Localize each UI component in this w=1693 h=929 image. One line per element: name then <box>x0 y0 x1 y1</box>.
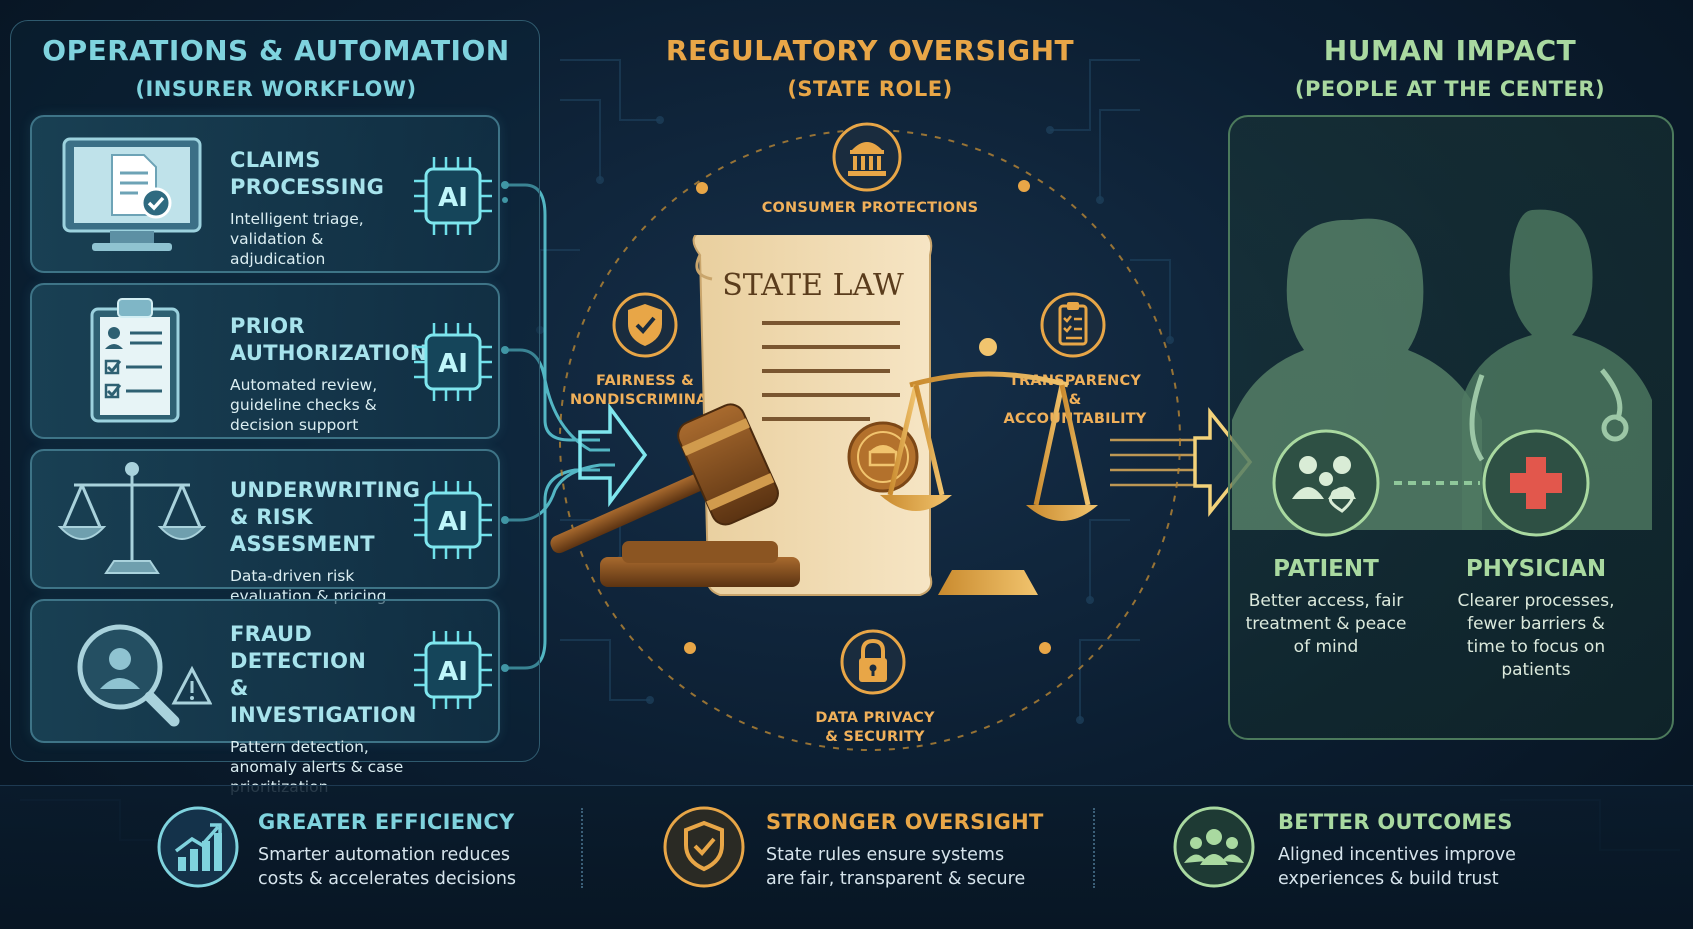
ai-chip-label: AI <box>438 349 468 379</box>
shield-check-icon <box>663 806 745 888</box>
physician-desc-line1: Clearer processes, <box>1457 591 1615 611</box>
ops-card-fraud[interactable]: FRAUD DETECTION & INVESTIGATION Pattern … <box>30 599 500 796</box>
ai-chip-label: AI <box>438 183 468 213</box>
regulatory-heading: REGULATORY OVERSIGHT (STATE ROLE) <box>600 34 1140 101</box>
claims-title-line2: PROCESSING <box>230 175 385 199</box>
operations-title: OPERATIONS & AUTOMATION <box>42 34 510 67</box>
fairness-line1: FAIRNESS & <box>596 373 694 389</box>
outcomes-desc-line2: experiences & build trust <box>1278 869 1499 889</box>
operations-heading: OPERATIONS & AUTOMATION (INSURER WORKFLO… <box>14 34 538 101</box>
consumer-protections-label: CONSUMER PROTECTIONS <box>761 200 979 216</box>
magnifier-warning-icon <box>77 624 212 727</box>
ai-chip-icon: AI <box>414 481 492 559</box>
balance-scale-icon <box>57 462 207 574</box>
data-privacy-label: DATA PRIVACY & SECURITY <box>800 709 950 747</box>
medical-cross-icon <box>1482 429 1590 537</box>
regulatory-title: REGULATORY OVERSIGHT <box>665 34 1075 67</box>
operations-subtitle: (INSURER WORKFLOW) <box>135 77 417 101</box>
physician-desc-line3: time to focus on <box>1466 637 1606 657</box>
checklist-document-icon <box>1040 292 1106 358</box>
separator <box>1093 808 1095 888</box>
outcomes-desc: Aligned incentives improve experiences &… <box>1278 843 1516 891</box>
efficiency-title: GREATER EFFICIENCY <box>258 810 515 834</box>
gold-arrow-icon <box>1193 407 1253 517</box>
physician-desc-line2: fewer barriers & <box>1467 614 1605 634</box>
underwriting-title-line1: UNDERWRITING <box>230 478 421 502</box>
claims-title-line1: CLAIMS <box>230 148 321 172</box>
state-law-title: STATE LAW <box>722 268 904 303</box>
clipboard-checklist-icon <box>90 298 180 423</box>
oversight-desc-line1: State rules ensure systems <box>766 845 1005 865</box>
prior-auth-title-line2: AUTHORIZATION <box>230 341 428 365</box>
transparency-line2: ACCOUNTABILITY <box>1003 411 1147 427</box>
regulatory-subtitle: (STATE ROLE) <box>787 77 953 101</box>
oversight-desc-line2: are fair, transparent & secure <box>766 869 1026 889</box>
physician-name: PHYSICIAN <box>1465 556 1607 582</box>
efficiency-desc-line1: Smarter automation reduces <box>258 845 510 865</box>
patient-desc-line1: Better access, fair <box>1248 591 1404 611</box>
dotted-connector <box>1394 481 1480 485</box>
ops-card-prior-auth[interactable]: PRIOR AUTHORIZATION Automated review, gu… <box>30 283 500 439</box>
ops-card-underwriting[interactable]: UNDERWRITING & RISK ASSESMENT Data-drive… <box>30 449 500 605</box>
ai-chip-label: AI <box>438 507 468 537</box>
human-subtitle: (PEOPLE AT THE CENTER) <box>1294 77 1606 101</box>
oversight-title: STRONGER OVERSIGHT <box>766 810 1044 834</box>
privacy-line2: & SECURITY <box>825 729 925 745</box>
family-heart-icon <box>1272 429 1380 537</box>
outcomes-bar <box>0 785 1693 929</box>
prior-auth-title-line1: PRIOR <box>230 314 305 338</box>
outcomes-title: BETTER OUTCOMES <box>1278 810 1513 834</box>
patient-name: PATIENT <box>1273 556 1379 582</box>
fraud-title-line2: & INVESTIGATION <box>230 676 417 727</box>
teal-arrow-icon <box>578 402 648 508</box>
physician-desc: Clearer processes, fewer barriers & time… <box>1436 590 1636 682</box>
ops-card-claims[interactable]: CLAIMS PROCESSING Intelligent triage, va… <box>30 115 500 273</box>
prior-auth-desc: Automated review, guideline checks & dec… <box>230 376 378 434</box>
oversight-desc: State rules ensure systems are fair, tra… <box>766 843 1025 891</box>
privacy-line1: DATA PRIVACY <box>815 710 935 726</box>
monitor-document-icon <box>62 137 202 251</box>
fraud-title-line1: FRAUD DETECTION <box>230 622 367 673</box>
human-heading: HUMAN IMPACT (PEOPLE AT THE CENTER) <box>1225 34 1675 101</box>
efficiency-desc: Smarter automation reduces costs & accel… <box>258 843 516 891</box>
efficiency-desc-line2: costs & accelerates decisions <box>258 869 517 889</box>
group-people-icon <box>1173 806 1255 888</box>
ai-chip-icon: AI <box>414 631 492 709</box>
separator <box>581 808 583 888</box>
growth-chart-icon <box>157 806 239 888</box>
fairness-label: FAIRNESS & NONDISCRIMINATION <box>570 372 747 410</box>
fairness-line2: NONDISCRIMINATION <box>570 392 747 408</box>
capitol-building-icon <box>832 122 902 192</box>
human-title: HUMAN IMPACT <box>1323 34 1577 67</box>
padlock-icon <box>840 629 906 695</box>
claims-desc: Intelligent triage, validation & adjudic… <box>230 210 364 268</box>
patient-desc-line2: treatment & peace <box>1245 614 1407 634</box>
ai-chip-label: AI <box>438 657 468 687</box>
ai-chip-icon: AI <box>414 157 492 235</box>
patient-desc-line3: of mind <box>1293 637 1359 657</box>
ai-chip-icon: AI <box>414 323 492 401</box>
shield-check-icon <box>612 292 678 358</box>
state-law-scroll-illustration: STATE LAW <box>550 235 1098 596</box>
underwriting-title-line2: & RISK ASSESMENT <box>230 505 375 556</box>
patient-desc: Better access, fair treatment & peace of… <box>1236 590 1416 659</box>
physician-desc-line4: patients <box>1501 660 1571 680</box>
outcomes-desc-line1: Aligned incentives improve <box>1278 845 1516 865</box>
